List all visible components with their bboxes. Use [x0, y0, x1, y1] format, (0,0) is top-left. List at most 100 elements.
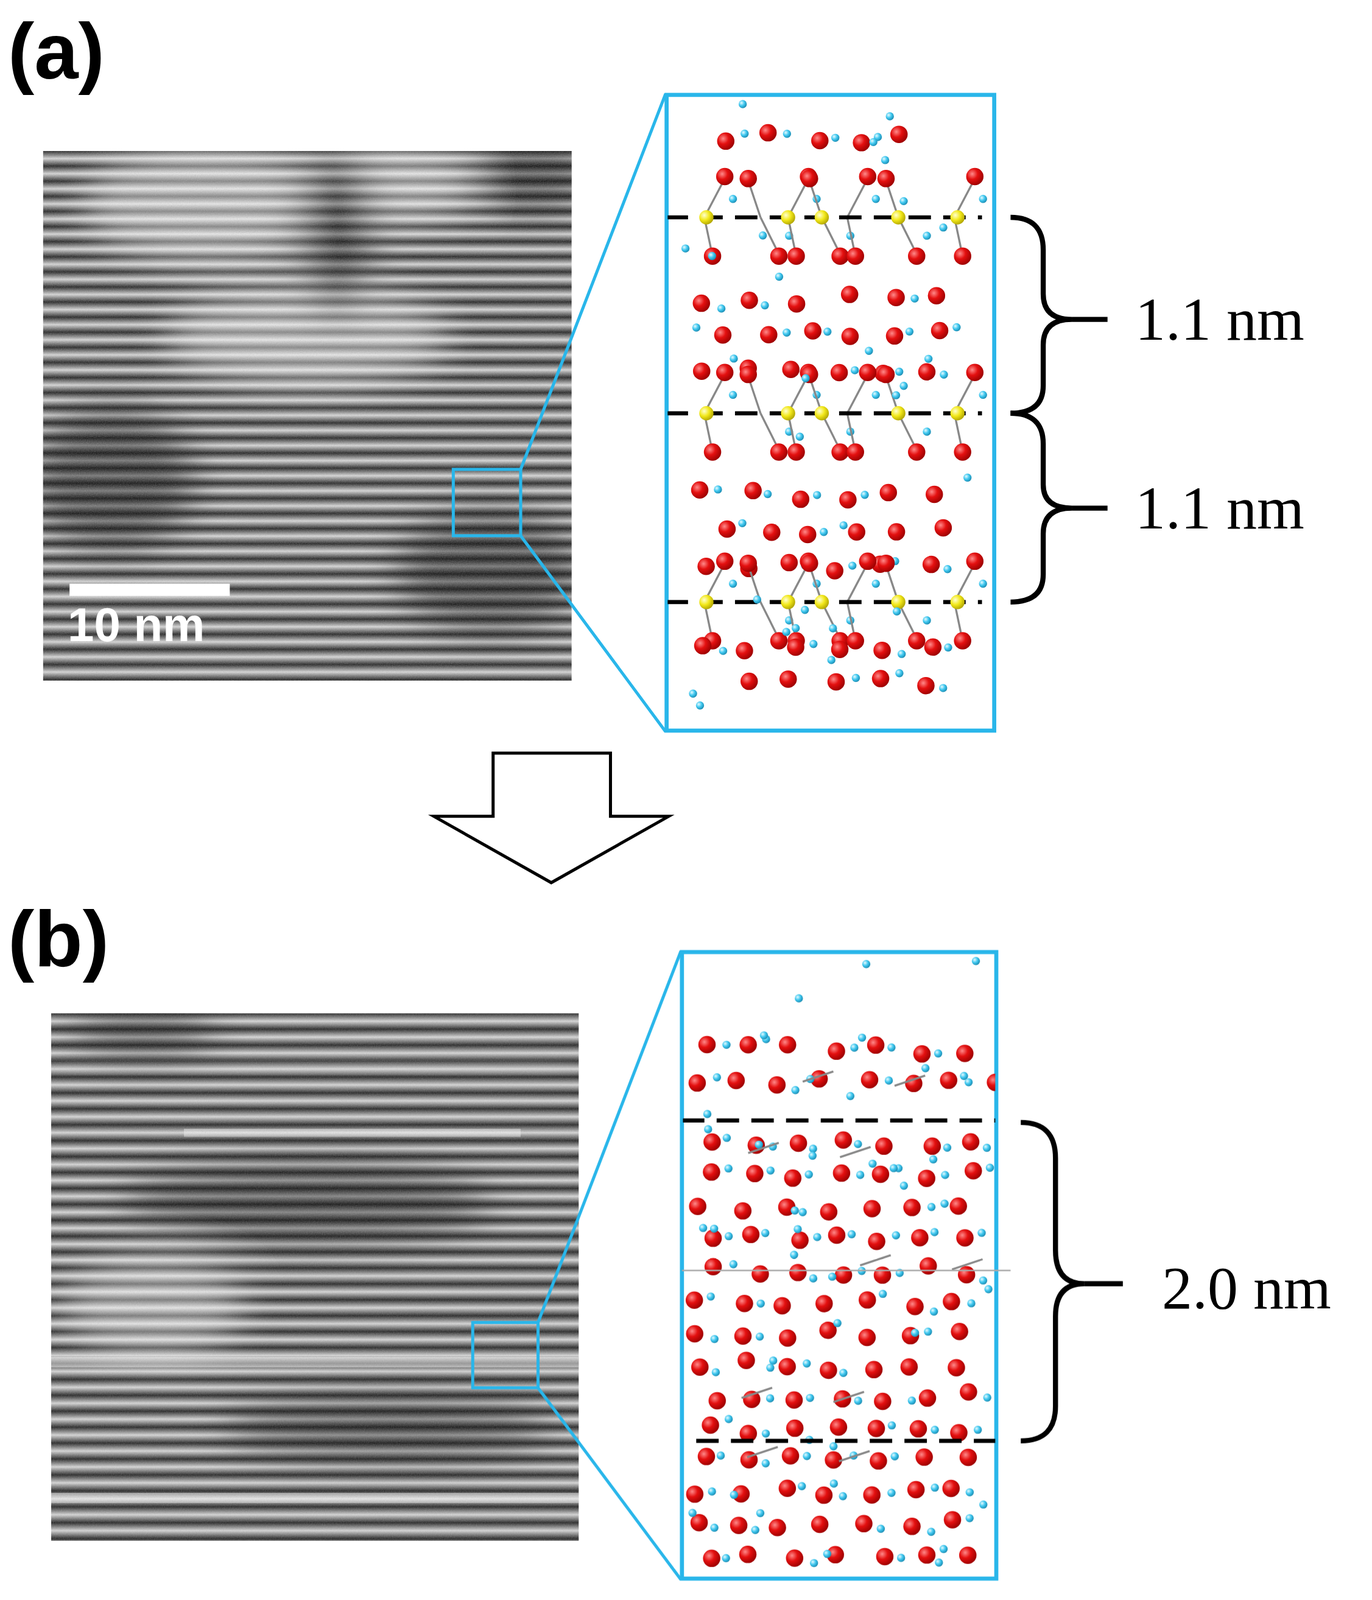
oxygen-atom: [751, 1265, 769, 1283]
bond: [894, 1076, 926, 1087]
hydrogen-atom: [895, 367, 904, 376]
hydrogen-atom: [929, 1307, 938, 1316]
hydrogen-atom: [929, 1155, 938, 1164]
oxygen-atom: [858, 1328, 876, 1346]
hydrogen-atom: [858, 1034, 866, 1042]
oxygen-atom: [800, 554, 818, 572]
oxygen-atom: [792, 490, 810, 508]
oxygen-atom: [800, 365, 818, 384]
oxygen-atom: [734, 1327, 752, 1345]
oxygen-atom: [740, 672, 758, 690]
oxygen-atom: [708, 1392, 726, 1410]
oxygen-atom: [846, 247, 864, 265]
oxygen-atom: [925, 485, 943, 504]
hydrogen-atom: [853, 1396, 862, 1405]
oxygen-atom: [730, 1516, 748, 1534]
oxygen-atom: [966, 552, 984, 570]
oxygen-atom: [831, 247, 849, 265]
hydrogen-atom: [939, 370, 948, 379]
oxygen-atom: [887, 523, 905, 541]
silicon-atom: [814, 406, 829, 421]
oxygen-atom: [840, 285, 859, 303]
oxygen-atom: [716, 552, 734, 570]
hydrogen-atom: [848, 561, 857, 570]
hydrogen-atom: [911, 1328, 919, 1337]
oxygen-atom: [789, 1264, 807, 1282]
hydrogen-atom: [783, 129, 792, 138]
oxygen-atom: [827, 1042, 845, 1060]
oxygen-atom: [917, 1169, 935, 1187]
hydrogen-atom: [819, 527, 828, 536]
hydrogen-atom: [802, 1359, 811, 1368]
guide-line: [682, 1269, 1011, 1272]
bond: [839, 1147, 871, 1158]
oxygen-atom: [861, 1071, 879, 1089]
scale-bar-label: 10 nm: [67, 601, 205, 649]
oxygen-atom: [907, 1481, 925, 1499]
hydrogen-atom: [823, 327, 832, 336]
hydrogen-atom: [688, 1509, 697, 1517]
hydrogen-atom: [892, 390, 901, 399]
hydrogen-atom: [707, 1487, 716, 1496]
hydrogen-atom: [979, 390, 988, 399]
hydrogen-atom: [853, 1139, 862, 1148]
oxygen-atom: [934, 519, 952, 537]
hydrogen-atom: [719, 646, 728, 655]
hydrogen-atom: [922, 427, 931, 436]
oxygen-atom: [717, 132, 735, 150]
oxygen-atom: [737, 1351, 755, 1369]
oxygen-atom: [906, 1298, 924, 1316]
hydrogen-atom: [887, 1421, 896, 1430]
oxygen-atom: [740, 291, 758, 309]
oxygen-atom: [847, 523, 865, 541]
oxygen-atom: [966, 168, 984, 186]
hydrogen-atom: [760, 301, 769, 310]
hydrogen-atom: [703, 1125, 712, 1134]
hydrogen-atom: [761, 1429, 770, 1438]
hydrogen-atom: [943, 1143, 952, 1152]
hydrogen-atom: [851, 674, 860, 683]
hydrogen-atom: [688, 689, 697, 698]
hydrogen-atom: [812, 490, 821, 499]
hydrogen-atom: [711, 1368, 720, 1377]
oxygen-atom: [778, 1357, 796, 1376]
hydrogen-atom: [922, 231, 931, 240]
hydrogen-atom: [699, 1224, 708, 1232]
hydrogen-atom: [808, 1152, 817, 1161]
oxygen-atom: [716, 364, 734, 382]
oxygen-atom: [873, 1266, 891, 1284]
panel-label: (b): [7, 899, 110, 979]
oxygen-atom: [986, 1074, 996, 1092]
hydrogen-atom: [965, 1514, 974, 1523]
oxygen-atom: [887, 288, 905, 306]
hydrogen-atom: [977, 1228, 986, 1237]
hydrogen-atom: [924, 355, 933, 363]
oxygen-atom: [828, 1226, 846, 1244]
hydrogen-atom: [967, 1299, 975, 1308]
silicon-atom: [950, 406, 965, 421]
hydrogen-atom: [979, 579, 988, 588]
hydrogen-atom: [809, 1274, 818, 1283]
hydrogen-atom: [804, 1170, 813, 1179]
hydrogen-atom: [795, 432, 804, 441]
hydrogen-atom: [943, 565, 952, 574]
scale-bar: [69, 583, 230, 597]
hydrogen-atom: [923, 1327, 932, 1336]
hydrogen-atom: [789, 1250, 798, 1259]
oxygen-atom: [788, 295, 806, 313]
hydrogen-atom: [881, 155, 890, 164]
bond: [951, 1259, 983, 1270]
hydrogen-atom: [964, 1078, 973, 1087]
bond: [748, 1143, 779, 1154]
hydrogen-atom: [900, 1182, 908, 1190]
oxygen-atom: [966, 364, 984, 382]
oxygen-atom: [697, 1448, 715, 1466]
zoom-panel: [682, 952, 997, 1580]
oxygen-atom: [830, 364, 848, 382]
oxygen-atom: [867, 1420, 885, 1438]
hydrogen-atom: [897, 1554, 905, 1562]
hydrogen-atom: [930, 1426, 939, 1435]
hydrogen-atom: [763, 490, 772, 499]
hydrogen-atom: [766, 1394, 774, 1403]
hydrogen-atom: [934, 1049, 943, 1058]
